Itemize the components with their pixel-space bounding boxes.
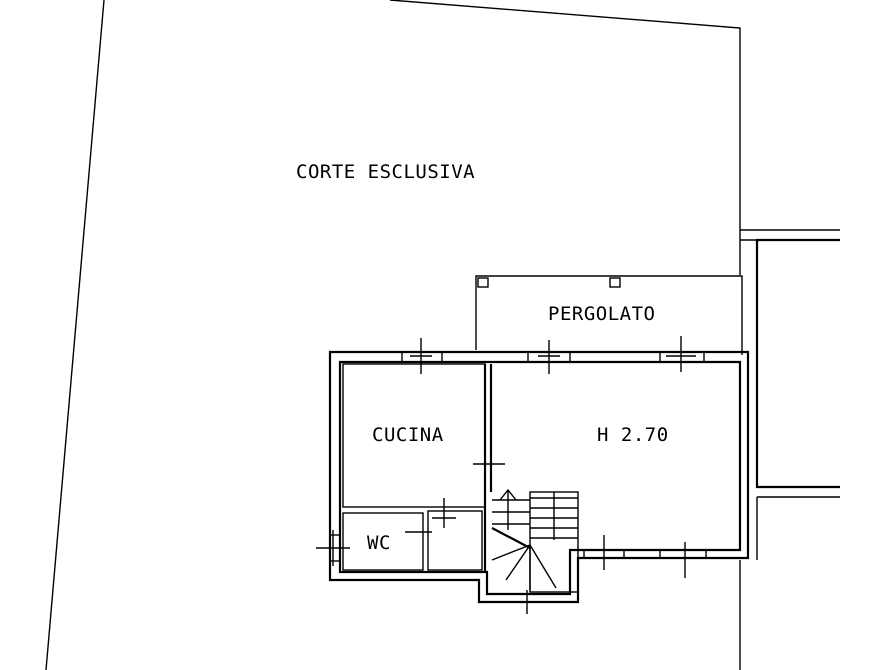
corte-esclusiva-label: CORTE ESCLUSIVA (296, 161, 475, 183)
wc-label: WC (367, 532, 391, 554)
room-height-label: H 2.70 (597, 424, 669, 446)
staircase (491, 488, 579, 593)
house-walls (328, 350, 750, 604)
adjacent-building (740, 229, 840, 560)
pergola (475, 275, 743, 355)
interior-walls (342, 363, 493, 572)
window-marks (316, 336, 707, 614)
pergolato-label: PERGOLATO (548, 303, 655, 325)
cucina-label: CUCINA (372, 424, 444, 446)
lot-boundary (45, 0, 741, 670)
